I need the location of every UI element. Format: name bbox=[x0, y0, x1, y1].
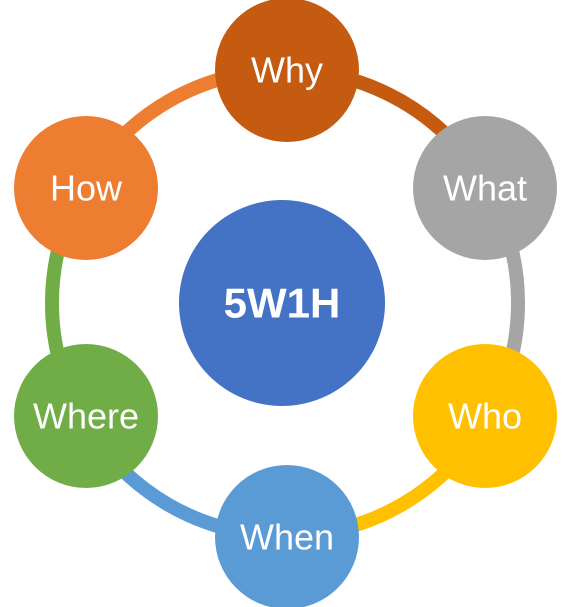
node-what: What bbox=[413, 116, 557, 260]
node-where: Where bbox=[14, 344, 158, 488]
center-label: 5W1H bbox=[224, 280, 341, 327]
node-who-label: Who bbox=[448, 396, 522, 437]
node-how: How bbox=[14, 116, 158, 260]
node-why-label: Why bbox=[251, 50, 323, 91]
node-how-label: How bbox=[50, 168, 123, 209]
node-why: Why bbox=[215, 0, 359, 142]
node-why-circle bbox=[215, 0, 359, 142]
node-when-label: When bbox=[240, 517, 334, 558]
node-what-circle bbox=[413, 116, 557, 260]
node-when: When bbox=[215, 465, 359, 607]
center-circle bbox=[179, 200, 385, 406]
node-how-circle bbox=[14, 116, 158, 260]
node-where-circle bbox=[14, 344, 158, 488]
node-when-circle bbox=[215, 465, 359, 607]
node-what-label: What bbox=[443, 168, 527, 209]
node-who-circle bbox=[413, 344, 557, 488]
node-where-label: Where bbox=[33, 396, 139, 437]
node-who: Who bbox=[413, 344, 557, 488]
center-node: 5W1H bbox=[179, 200, 385, 406]
